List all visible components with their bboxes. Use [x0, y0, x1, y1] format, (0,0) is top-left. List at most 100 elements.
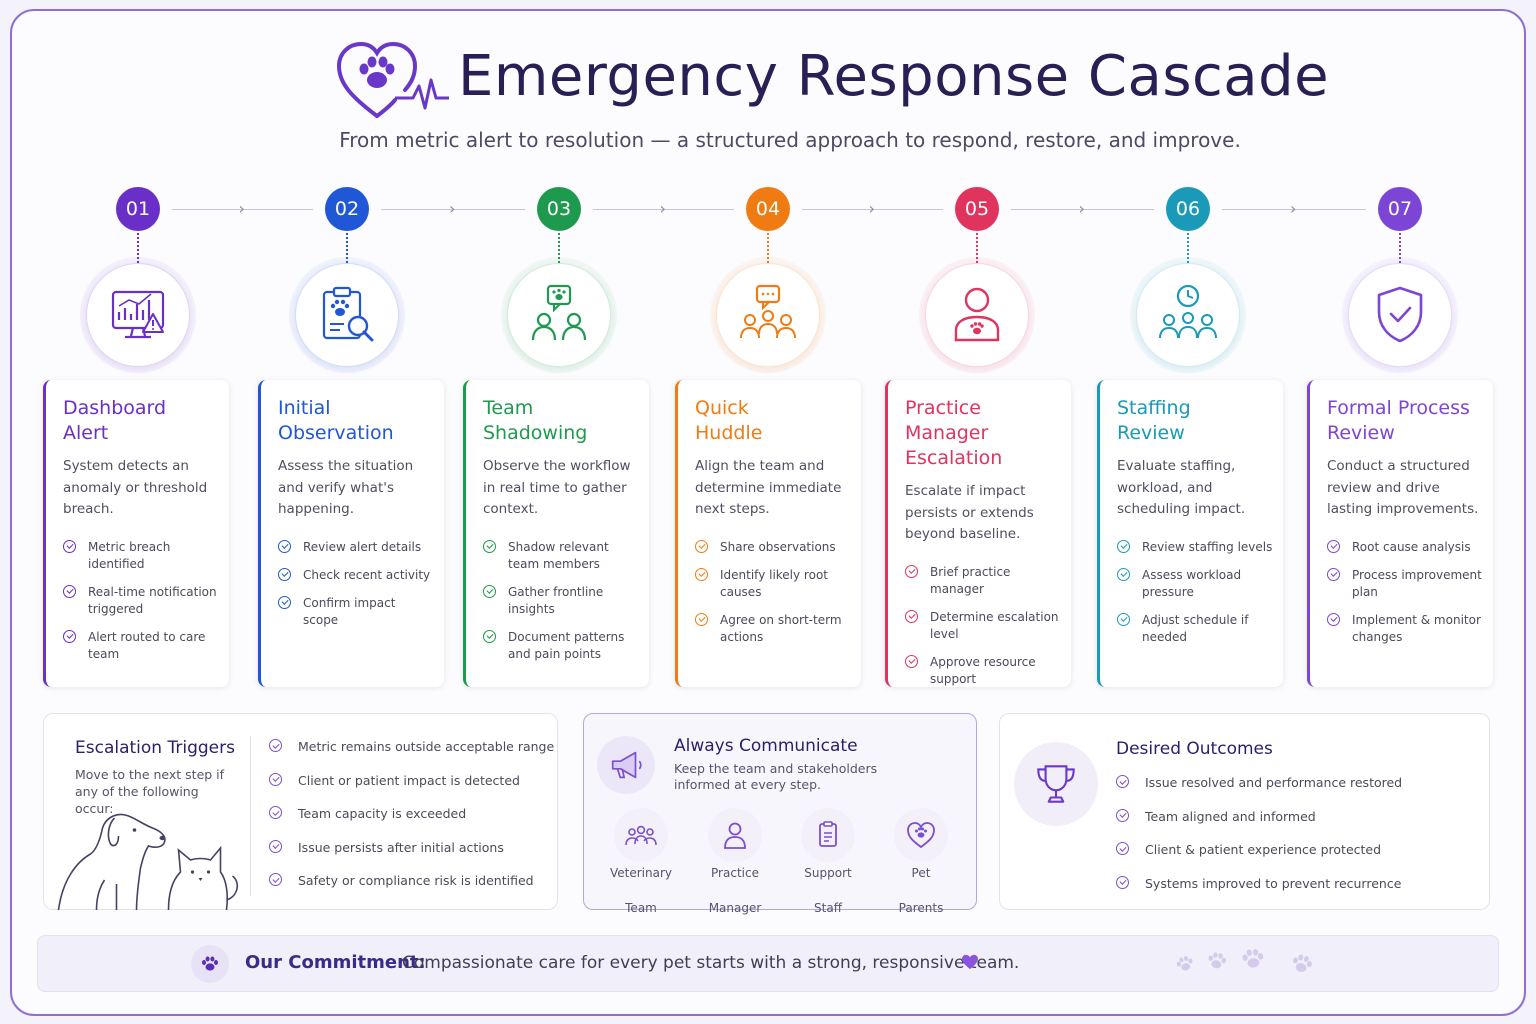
timeline-connector	[1011, 209, 1154, 210]
paw-print-icon	[1242, 949, 1264, 968]
triggers-title: Escalation Triggers	[75, 738, 235, 758]
outcome-item: Systems improved to prevent recurrence	[1116, 875, 1402, 909]
check-circle-icon	[695, 612, 708, 626]
step-icon-circle	[507, 263, 611, 367]
megaphone-icon	[611, 751, 642, 779]
step-number-03: 03	[537, 187, 581, 231]
desired-outcomes-panel: Desired Outcomes Issue resolved and perf…	[999, 713, 1490, 910]
check-circle-icon	[1117, 539, 1130, 553]
chevron-right-icon: ›	[1290, 199, 1297, 218]
checklist-item: Metric breach identified	[63, 539, 219, 573]
checklist-item: Implement & monitor changes	[1327, 612, 1483, 646]
team-shadowing-icon	[531, 284, 587, 341]
chevron-right-icon: ›	[868, 199, 875, 218]
checklist-item: Share observations	[695, 539, 851, 556]
manager-icon	[954, 287, 1000, 342]
step-description: Conduct a structured review and drive la…	[1327, 458, 1479, 517]
step-connector-dashed	[1187, 233, 1189, 263]
check-circle-icon	[1327, 539, 1340, 553]
step-connector-dashed	[1399, 233, 1401, 263]
checklist-item: Brief practice manager	[905, 564, 1061, 598]
check-circle-icon	[905, 609, 918, 623]
check-circle-icon	[278, 539, 291, 553]
shield-check-icon	[1377, 286, 1423, 343]
step-description: System detects an anomaly or threshold b…	[63, 458, 208, 517]
step-icon-circle	[925, 263, 1029, 367]
huddle-icon	[740, 284, 796, 339]
check-circle-icon	[269, 839, 282, 853]
check-circle-icon	[905, 564, 918, 578]
step-icon-circle	[716, 263, 820, 367]
check-circle-icon	[483, 539, 496, 553]
checklist-item: Shadow relevant team members	[483, 539, 639, 573]
check-circle-icon	[695, 567, 708, 581]
outcomes-title: Desired Outcomes	[1116, 739, 1273, 759]
trophy-icon	[1037, 765, 1075, 803]
checklist-item: Document patterns and pain points	[483, 629, 639, 663]
step-number-02: 02	[325, 187, 369, 231]
step-icon-circle	[1136, 263, 1240, 367]
trigger-item: Team capacity is exceeded	[269, 805, 554, 839]
escalation-triggers-panel: Escalation Triggers Move to the next ste…	[43, 713, 558, 910]
check-circle-icon	[269, 739, 282, 752]
step-description: Escalate if impact persists or extends b…	[905, 483, 1034, 542]
audience-icon-circle	[801, 808, 855, 862]
practice-manager-icon	[724, 822, 746, 849]
step-icon-circle	[295, 263, 399, 367]
paw-print-icon	[1176, 956, 1193, 971]
check-circle-icon	[695, 539, 708, 553]
commitment-label: Our Commitment:	[245, 952, 426, 973]
step-connector-dashed	[137, 233, 139, 263]
step-connector-dashed	[346, 233, 348, 263]
timeline-connector	[1222, 209, 1366, 210]
support-staff-icon	[819, 821, 837, 847]
step-connector-dashed	[767, 233, 769, 263]
check-circle-icon	[1116, 808, 1129, 822]
check-circle-icon	[278, 595, 291, 609]
audience-icon-circle	[708, 808, 762, 862]
timeline-connector	[381, 209, 525, 210]
commitment-footer: Our Commitment: Compassionate care for e…	[37, 935, 1499, 992]
step-connector-dashed	[558, 233, 560, 263]
outcome-item: Issue resolved and performance restored	[1116, 774, 1402, 808]
check-circle-icon	[1117, 567, 1130, 581]
step-number-05: 05	[955, 187, 999, 231]
checklist-item: Assess workload pressure	[1117, 567, 1273, 601]
step-number-01: 01	[116, 187, 160, 231]
checklist-item: Adjust schedule if needed	[1117, 612, 1273, 646]
check-circle-icon	[63, 584, 76, 598]
check-circle-icon	[269, 806, 282, 819]
checklist-item: Approve resource support	[905, 654, 1061, 688]
trigger-item: Issue persists after initial actions	[269, 839, 554, 873]
step-description: Assess the situation and verify what's h…	[278, 458, 414, 517]
trophy-icon-circle	[1014, 742, 1098, 826]
triggers-divider	[250, 736, 251, 896]
check-circle-icon	[269, 873, 282, 886]
page-subtitle: From metric alert to resolution — a stru…	[339, 128, 1241, 152]
check-circle-icon	[483, 629, 496, 643]
audience-icon-circle	[614, 808, 668, 862]
timeline-connector	[802, 209, 943, 210]
veterinary-team-icon	[625, 825, 657, 846]
